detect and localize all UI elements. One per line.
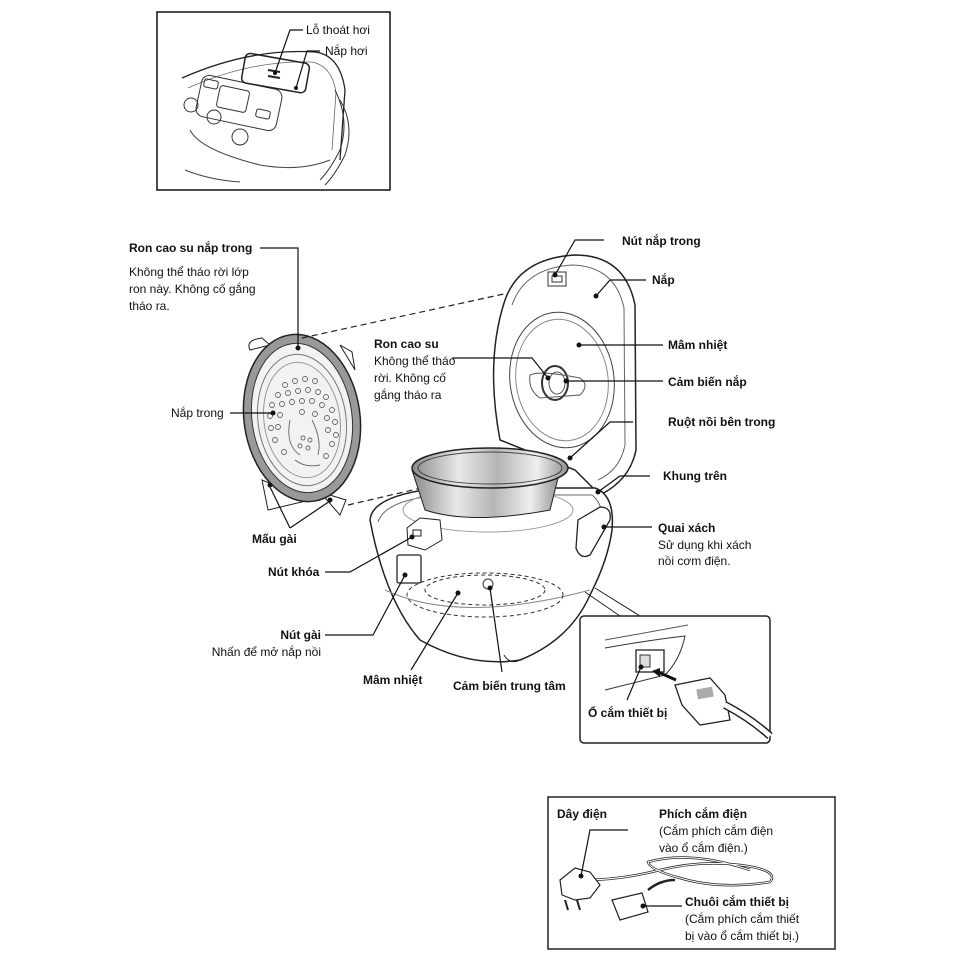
label-appliance-plug: Chuôi cắm thiết bị (685, 895, 790, 909)
note-inner-lid-gasket-2: ron này. Không cố gắng (129, 282, 256, 296)
note-inner-lid-gasket-3: tháo ra. (129, 299, 170, 313)
label-appliance-socket: Ổ cắm thiết bị (588, 706, 668, 720)
label-lid-sensor: Cảm biến nắp (668, 375, 747, 389)
label-lock-button: Nút khóa (268, 565, 320, 579)
label-inner-lid: Nắp trong (171, 406, 224, 420)
label-cord: Dây điện (557, 807, 608, 821)
rice-cooker-body (369, 254, 637, 663)
label-inner-lid-button: Nút nắp trong (622, 234, 701, 248)
label-heating-plate-lid: Mâm nhiệt (668, 338, 728, 352)
label-inner-lid-gasket: Ron cao su nắp trong (129, 241, 253, 255)
leader-steam-cap (295, 50, 320, 89)
label-lid: Nắp (652, 273, 675, 287)
label-latch-button: Nút gài (280, 628, 321, 642)
note-rubber-gasket-3: gắng tháo ra (374, 388, 442, 402)
label-rubber-gasket: Ron cao su (374, 337, 439, 351)
note-inner-lid-gasket-1: Không thể tháo rời lớp (129, 265, 249, 279)
note-handle-1: Sử dụng khi xách (658, 538, 752, 552)
socket-inset-panel (579, 587, 773, 744)
label-handle: Quai xách (658, 521, 716, 535)
label-inner-pot: Ruột nồi bên trong (668, 415, 776, 429)
power-cord-panel (547, 796, 836, 950)
note-appliance-plug-2: bị vào ổ cắm thiết bị.) (685, 929, 800, 943)
inner-lid-illustration (242, 333, 362, 516)
label-upper-frame: Khung trên (663, 469, 727, 483)
note-plug-1: (Cắm phích cắm điện (659, 824, 774, 838)
leader-lines (230, 239, 663, 673)
projection-line-top (301, 284, 546, 339)
leader-steam-vent (274, 29, 303, 74)
note-rubber-gasket-1: Không thể tháo (374, 354, 456, 368)
label-steam-vent: Lỗ thoát hơi (306, 23, 370, 37)
label-heating-plate: Mâm nhiệt (363, 673, 423, 687)
note-plug-2: vào ổ cắm điện.) (659, 841, 748, 855)
note-latch-button: Nhấn để mở nắp nồi (211, 645, 321, 659)
leader-dots (270, 272, 607, 596)
top-inset-panel (156, 11, 391, 191)
label-center-sensor: Cảm biến trung tâm (453, 679, 566, 693)
note-rubber-gasket-2: rời. Không cố (374, 371, 446, 385)
note-handle-2: nồi cơm điện. (658, 554, 731, 568)
label-steam-cap: Nắp hơi (325, 44, 368, 58)
label-hooks: Mấu gài (252, 532, 297, 546)
note-appliance-plug-1: (Cắm phích cắm thiết (685, 912, 800, 926)
label-plug: Phích cắm điện (659, 807, 748, 821)
